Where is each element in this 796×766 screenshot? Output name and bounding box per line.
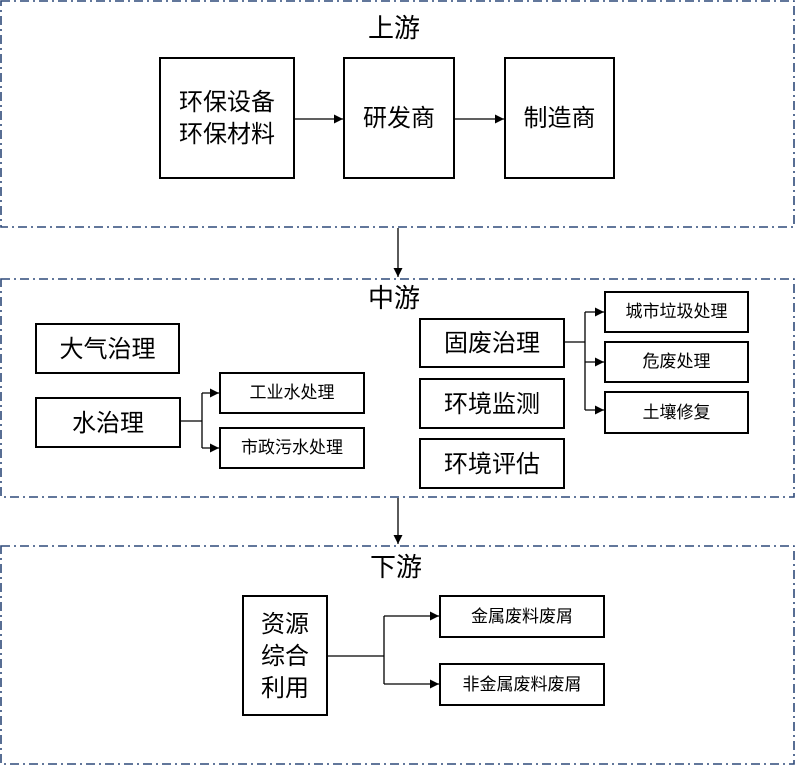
soil-remediation-box: 土壤修复 (604, 391, 749, 434)
midstream-frame (0, 278, 795, 498)
hazardous-waste-label: 危废处理 (642, 352, 711, 372)
monitoring-box: 环境监测 (419, 378, 565, 429)
rnd-label: 研发商 (363, 104, 435, 132)
midstream-title: 中游 (368, 284, 421, 314)
manufacturer-box: 制造商 (504, 57, 615, 179)
urban-garbage-box: 城市垃圾处理 (604, 291, 749, 333)
downstream-title: 下游 (370, 553, 423, 583)
branch-water (181, 393, 203, 448)
midstream-section: 中游 (0, 278, 796, 500)
nonmetal-scrap-box: 非金属废料废屑 (439, 663, 605, 706)
upstream-section: 上游 (0, 0, 796, 230)
water-treatment-label: 水治理 (72, 408, 144, 437)
assessment-box: 环境评估 (419, 438, 565, 489)
water-treatment-box: 水治理 (35, 397, 181, 448)
solid-waste-box: 固废治理 (419, 318, 565, 368)
nonmetal-scrap-label: 非金属废料废屑 (462, 674, 582, 695)
monitoring-label: 环境监测 (444, 389, 540, 418)
resource-utilization-box: 资源 综合 利用 (242, 595, 328, 716)
municipal-sewage-box: 市政污水处理 (219, 427, 365, 469)
resource-line-2: 综合 (261, 641, 309, 670)
upstream-title: 上游 (368, 14, 421, 44)
metal-scrap-label: 金属废料废屑 (471, 606, 573, 627)
equipment-line: 环保设备 (179, 88, 275, 116)
air-treatment-label: 大气治理 (59, 334, 156, 363)
manufacturer-label: 制造商 (523, 104, 596, 132)
industrial-water-label: 工业水处理 (249, 383, 335, 403)
upstream-frame (0, 0, 795, 228)
soil-remediation-label: 土壤修复 (642, 402, 711, 423)
metal-scrap-box: 金属废料废屑 (439, 595, 605, 638)
resource-line-3: 利用 (261, 673, 309, 702)
assessment-label: 环境评估 (444, 449, 540, 478)
equipment-materials-box: 环保设备 环保材料 (159, 57, 295, 179)
rnd-box: 研发商 (343, 57, 455, 179)
urban-garbage-label: 城市垃圾处理 (625, 302, 728, 322)
air-treatment-box: 大气治理 (35, 323, 180, 374)
branch-solid (565, 312, 586, 410)
resource-line-1: 资源 (261, 609, 309, 638)
materials-line: 环保材料 (179, 120, 275, 148)
branch-resource (328, 616, 385, 684)
industrial-water-box: 工业水处理 (219, 372, 365, 414)
downstream-section: 下游 (0, 545, 796, 766)
hazardous-waste-box: 危废处理 (604, 341, 749, 383)
solid-waste-label: 固废治理 (444, 329, 540, 357)
downstream-frame (0, 545, 795, 765)
municipal-sewage-label: 市政污水处理 (241, 438, 343, 458)
